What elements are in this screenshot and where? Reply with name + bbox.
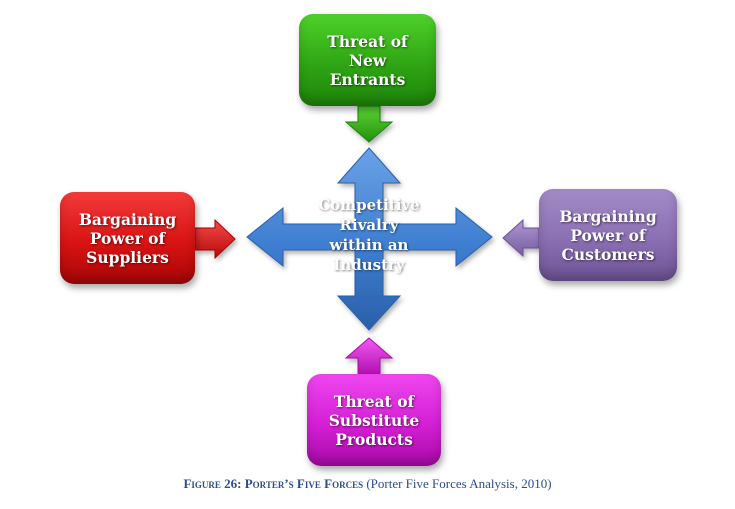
- figure-caption-title: Figure 26: Porter’s Five Forces: [183, 476, 364, 491]
- arrow-down-icon: [344, 105, 394, 143]
- box-label-line: Bargaining: [559, 206, 657, 226]
- bargaining-power-of-customers-box: Bargaining Power of Customers: [539, 189, 677, 281]
- box-label-line: Power of: [570, 225, 646, 245]
- center-label-line: within an: [329, 236, 409, 254]
- center-four-way-arrow: [246, 147, 493, 331]
- box-label-line: Bargaining: [78, 209, 177, 229]
- box-label-line: Threat of: [333, 391, 415, 411]
- box-label-line: Customers: [561, 244, 655, 264]
- box-label-line: Entrants: [329, 69, 406, 89]
- box-label-line: Products: [335, 429, 413, 449]
- figure-caption-source: (Porter Five Forces Analysis, 2010): [363, 476, 552, 491]
- box-label-line: Threat of: [327, 31, 408, 51]
- box-label-line: New: [348, 50, 387, 70]
- competitive-rivalry-label: Competitive Rivalry within an Industry: [300, 195, 438, 275]
- box-label-line: Power of: [89, 228, 166, 248]
- figure-caption: Figure 26: Porter’s Five Forces (Porter …: [0, 476, 735, 492]
- arrow-up-icon: [344, 337, 394, 375]
- bargaining-power-of-suppliers-box: Bargaining Power of Suppliers: [60, 192, 195, 284]
- center-label-line: Competitive: [318, 196, 420, 214]
- threat-of-substitute-products-box: Threat of Substitute Products: [307, 374, 441, 466]
- center-label-line: Rivalry: [339, 216, 399, 234]
- arrow-right-icon: [194, 218, 236, 260]
- box-label-line: Suppliers: [86, 247, 169, 267]
- arrow-left-icon: [502, 218, 540, 258]
- box-label-line: Substitute: [328, 410, 420, 430]
- threat-of-new-entrants-box: Threat of New Entrants: [299, 14, 436, 106]
- center-label-line: Industry: [333, 256, 405, 274]
